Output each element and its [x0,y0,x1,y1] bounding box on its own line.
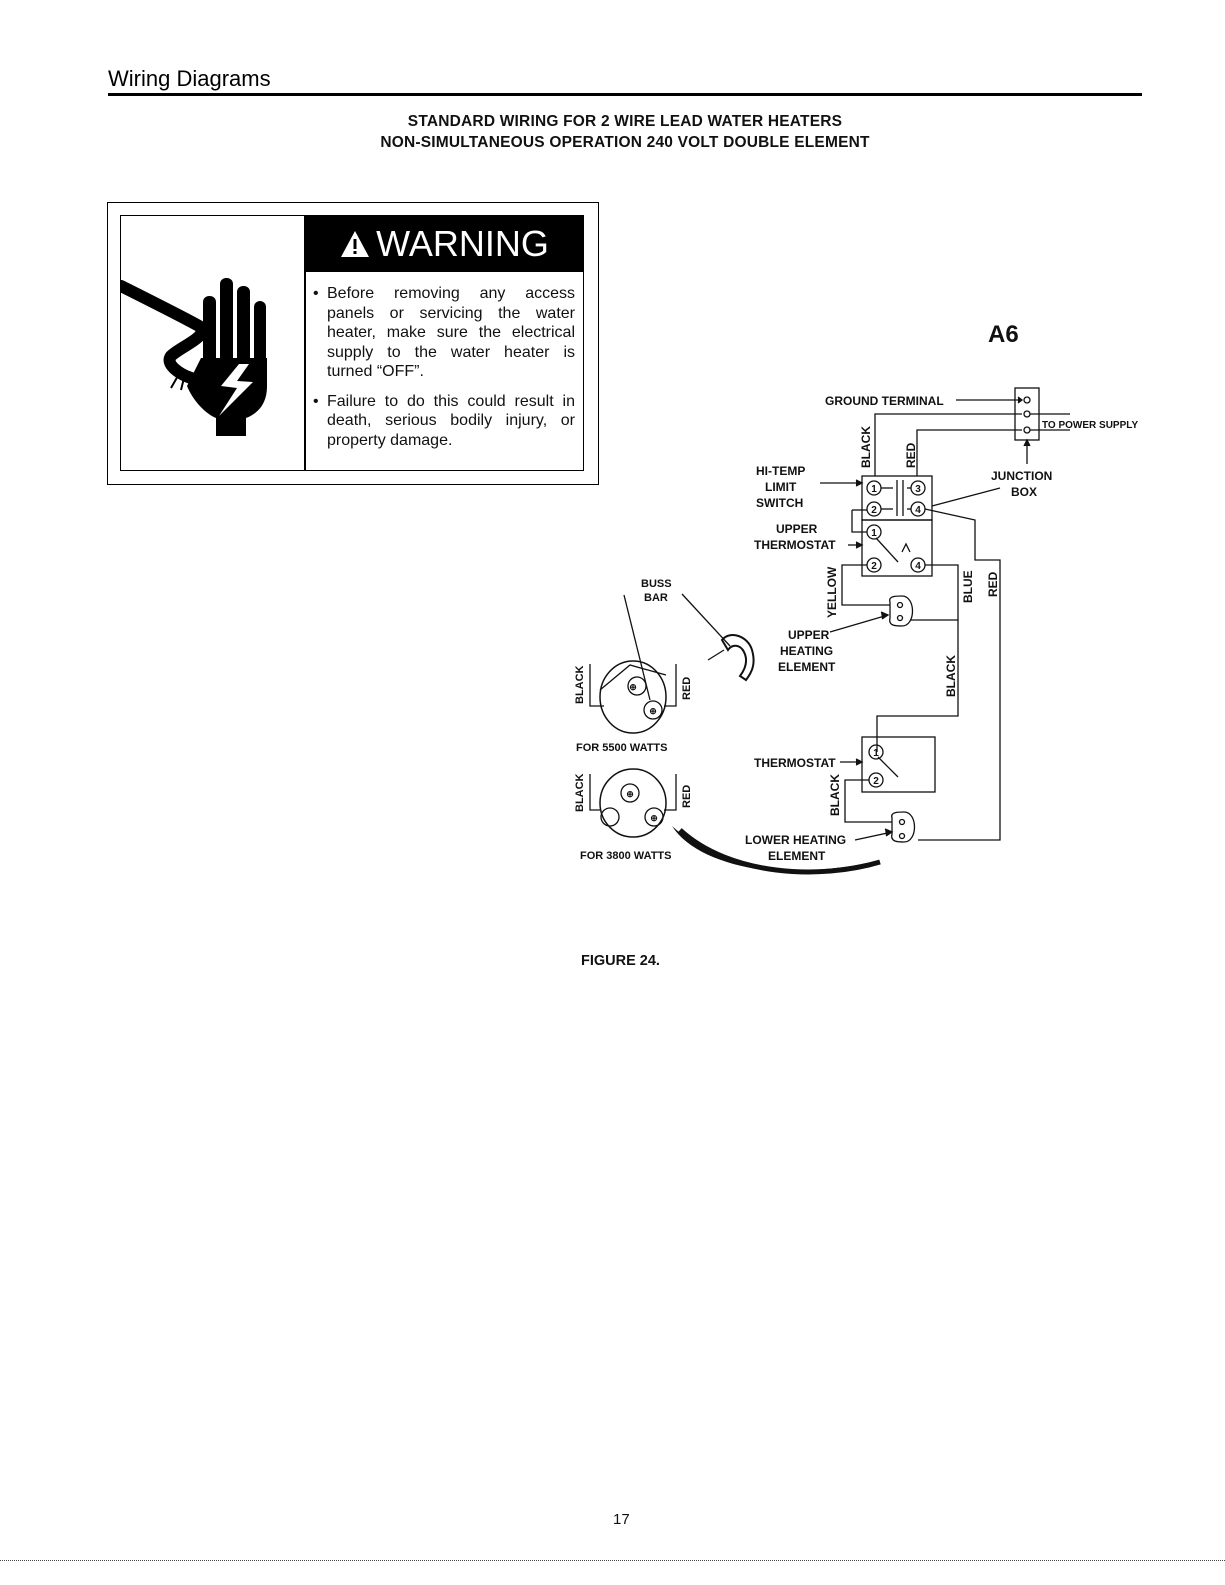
label-ground-terminal: GROUND TERMINAL [825,394,944,408]
diagram-title-line2: NON-SIMULTANEOUS OPERATION 240 VOLT DOUB… [380,134,870,151]
label-switch: SWITCH [756,496,803,510]
label-bar: BAR [644,592,668,604]
wire-label-red: RED [904,442,918,468]
sweep-arrow [672,826,880,873]
svg-text:⊕: ⊕ [649,706,657,716]
label-thermostat: THERMOSTAT [754,538,836,552]
section-title: Wiring Diagrams [108,66,271,91]
bullet-dot: • [313,285,319,302]
wire-label-black: BLACK [574,665,586,704]
wire-label-black: BLACK [574,773,586,812]
terminal-3: 3 [915,484,921,495]
label-upper: UPPER [788,628,830,642]
warning-header: WARNING [306,216,583,272]
label-lower-heating: LOWER HEATING [745,833,846,847]
wire-label-red: RED [986,571,1000,597]
warning-bullet-text: Before removing any access panels or ser… [327,285,575,380]
wire-label-yellow: YELLOW [825,566,839,618]
warning-bullet-text: Failure to do this could result in death… [327,392,575,449]
diagram-code: A6 [988,321,1019,348]
bullet-dot: • [313,392,319,410]
terminal-1: 1 [871,528,877,539]
page-bottom-dotted-line [0,1560,1225,1561]
label-thermostat: THERMOSTAT [754,756,836,770]
wire-label-blue: BLUE [961,570,975,603]
lower-thermostat [861,736,936,793]
wire-label-black: BLACK [859,426,873,468]
terminal-1: 1 [873,748,879,759]
label-for-5500-watts: FOR 5500 WATTS [576,742,667,754]
label-buss: BUSS [641,578,672,590]
label-element: ELEMENT [768,849,826,863]
upper-heating-element [889,595,914,627]
warning-box: WARNING • Before removing any access pan… [107,202,599,485]
diagram-title-line1: STANDARD WIRING FOR 2 WIRE LEAD WATER HE… [407,113,843,130]
label-for-3800-watts: FOR 3800 WATTS [580,850,671,862]
label-box: BOX [1011,485,1037,499]
lower-heating-element [891,811,916,843]
electric-shock-hand-icon [121,278,267,436]
label-upper: UPPER [776,522,818,536]
warning-heading: WARNING [376,223,549,264]
terminal-4: 4 [915,505,921,516]
warning-bullets: • Before removing any access panels or s… [313,284,575,460]
label-element: ELEMENT [778,660,836,674]
page-number: 17 [613,1511,630,1528]
warning-bullet: • Before removing any access panels or s… [313,284,575,382]
warning-bullet: • Failure to do this could result in dea… [313,392,575,451]
label-hi-temp: HI-TEMP [756,464,805,478]
wire-label-red: RED [681,785,693,808]
buss-bar [720,634,755,682]
warning-divider [304,216,306,470]
label-limit: LIMIT [765,480,797,494]
terminal-2: 2 [871,505,877,516]
wire-label-black: BLACK [944,655,958,697]
terminal-4: 4 [915,561,921,572]
element-3800-watts [599,768,667,838]
element-5500-watts [599,660,667,734]
svg-text:⊕: ⊕ [626,789,634,799]
terminal-2: 2 [873,776,879,787]
warning-inner-frame: WARNING • Before removing any access pan… [120,215,584,471]
label-junction: JUNCTION [991,469,1052,483]
section-rule [108,93,1142,96]
terminal-2: 2 [871,561,877,572]
upper-thermostat [861,519,933,577]
wire-label-black: BLACK [828,774,842,816]
wire-label-red: RED [681,677,693,700]
svg-text:⊕: ⊕ [629,682,637,692]
svg-text:⊕: ⊕ [650,813,658,823]
label-to-power-supply: TO POWER SUPPLY [1042,420,1138,431]
terminal-1: 1 [871,484,877,495]
warning-triangle-icon [341,231,370,257]
label-heating: HEATING [780,644,833,658]
figure-caption: FIGURE 24. [581,953,660,969]
